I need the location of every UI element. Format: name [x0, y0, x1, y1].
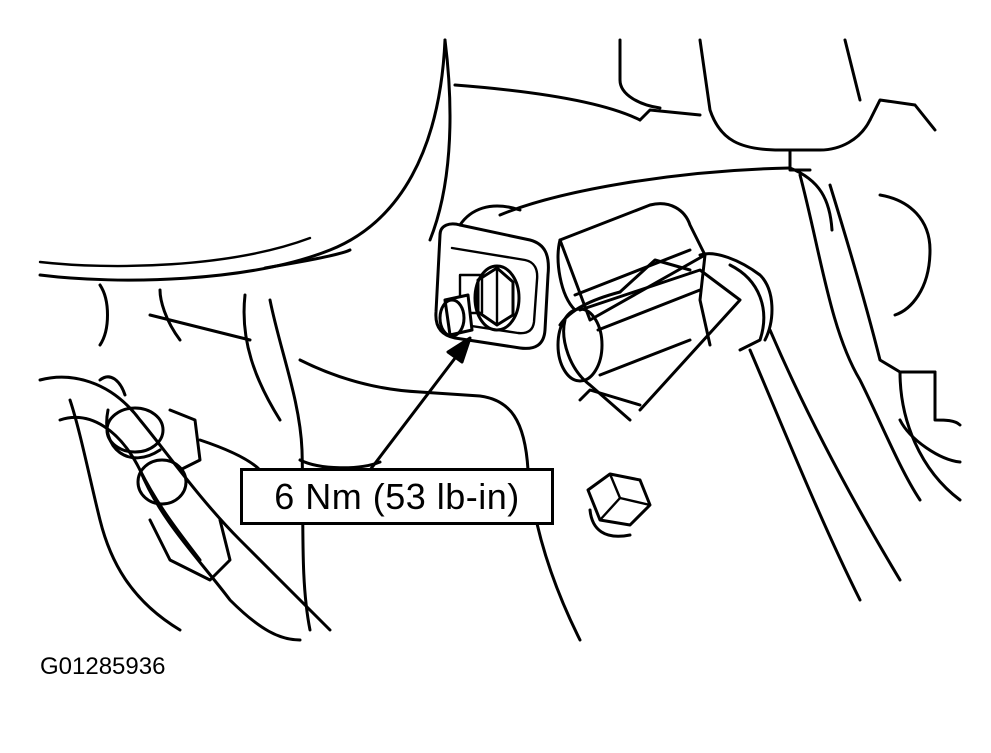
torque-spec-callout: 6 Nm (53 lb-in) — [240, 468, 554, 525]
sensor-connector — [556, 202, 774, 422]
figure-id-label: G01285936 — [40, 653, 166, 680]
transmission-housing — [38, 38, 452, 282]
right-bracket — [748, 173, 962, 602]
callout-leader-arrow — [368, 336, 472, 472]
mounting-bolt — [586, 472, 652, 538]
speed-sensor — [438, 264, 521, 338]
cooler-lines — [38, 375, 332, 642]
case-outline-upper — [453, 38, 937, 232]
